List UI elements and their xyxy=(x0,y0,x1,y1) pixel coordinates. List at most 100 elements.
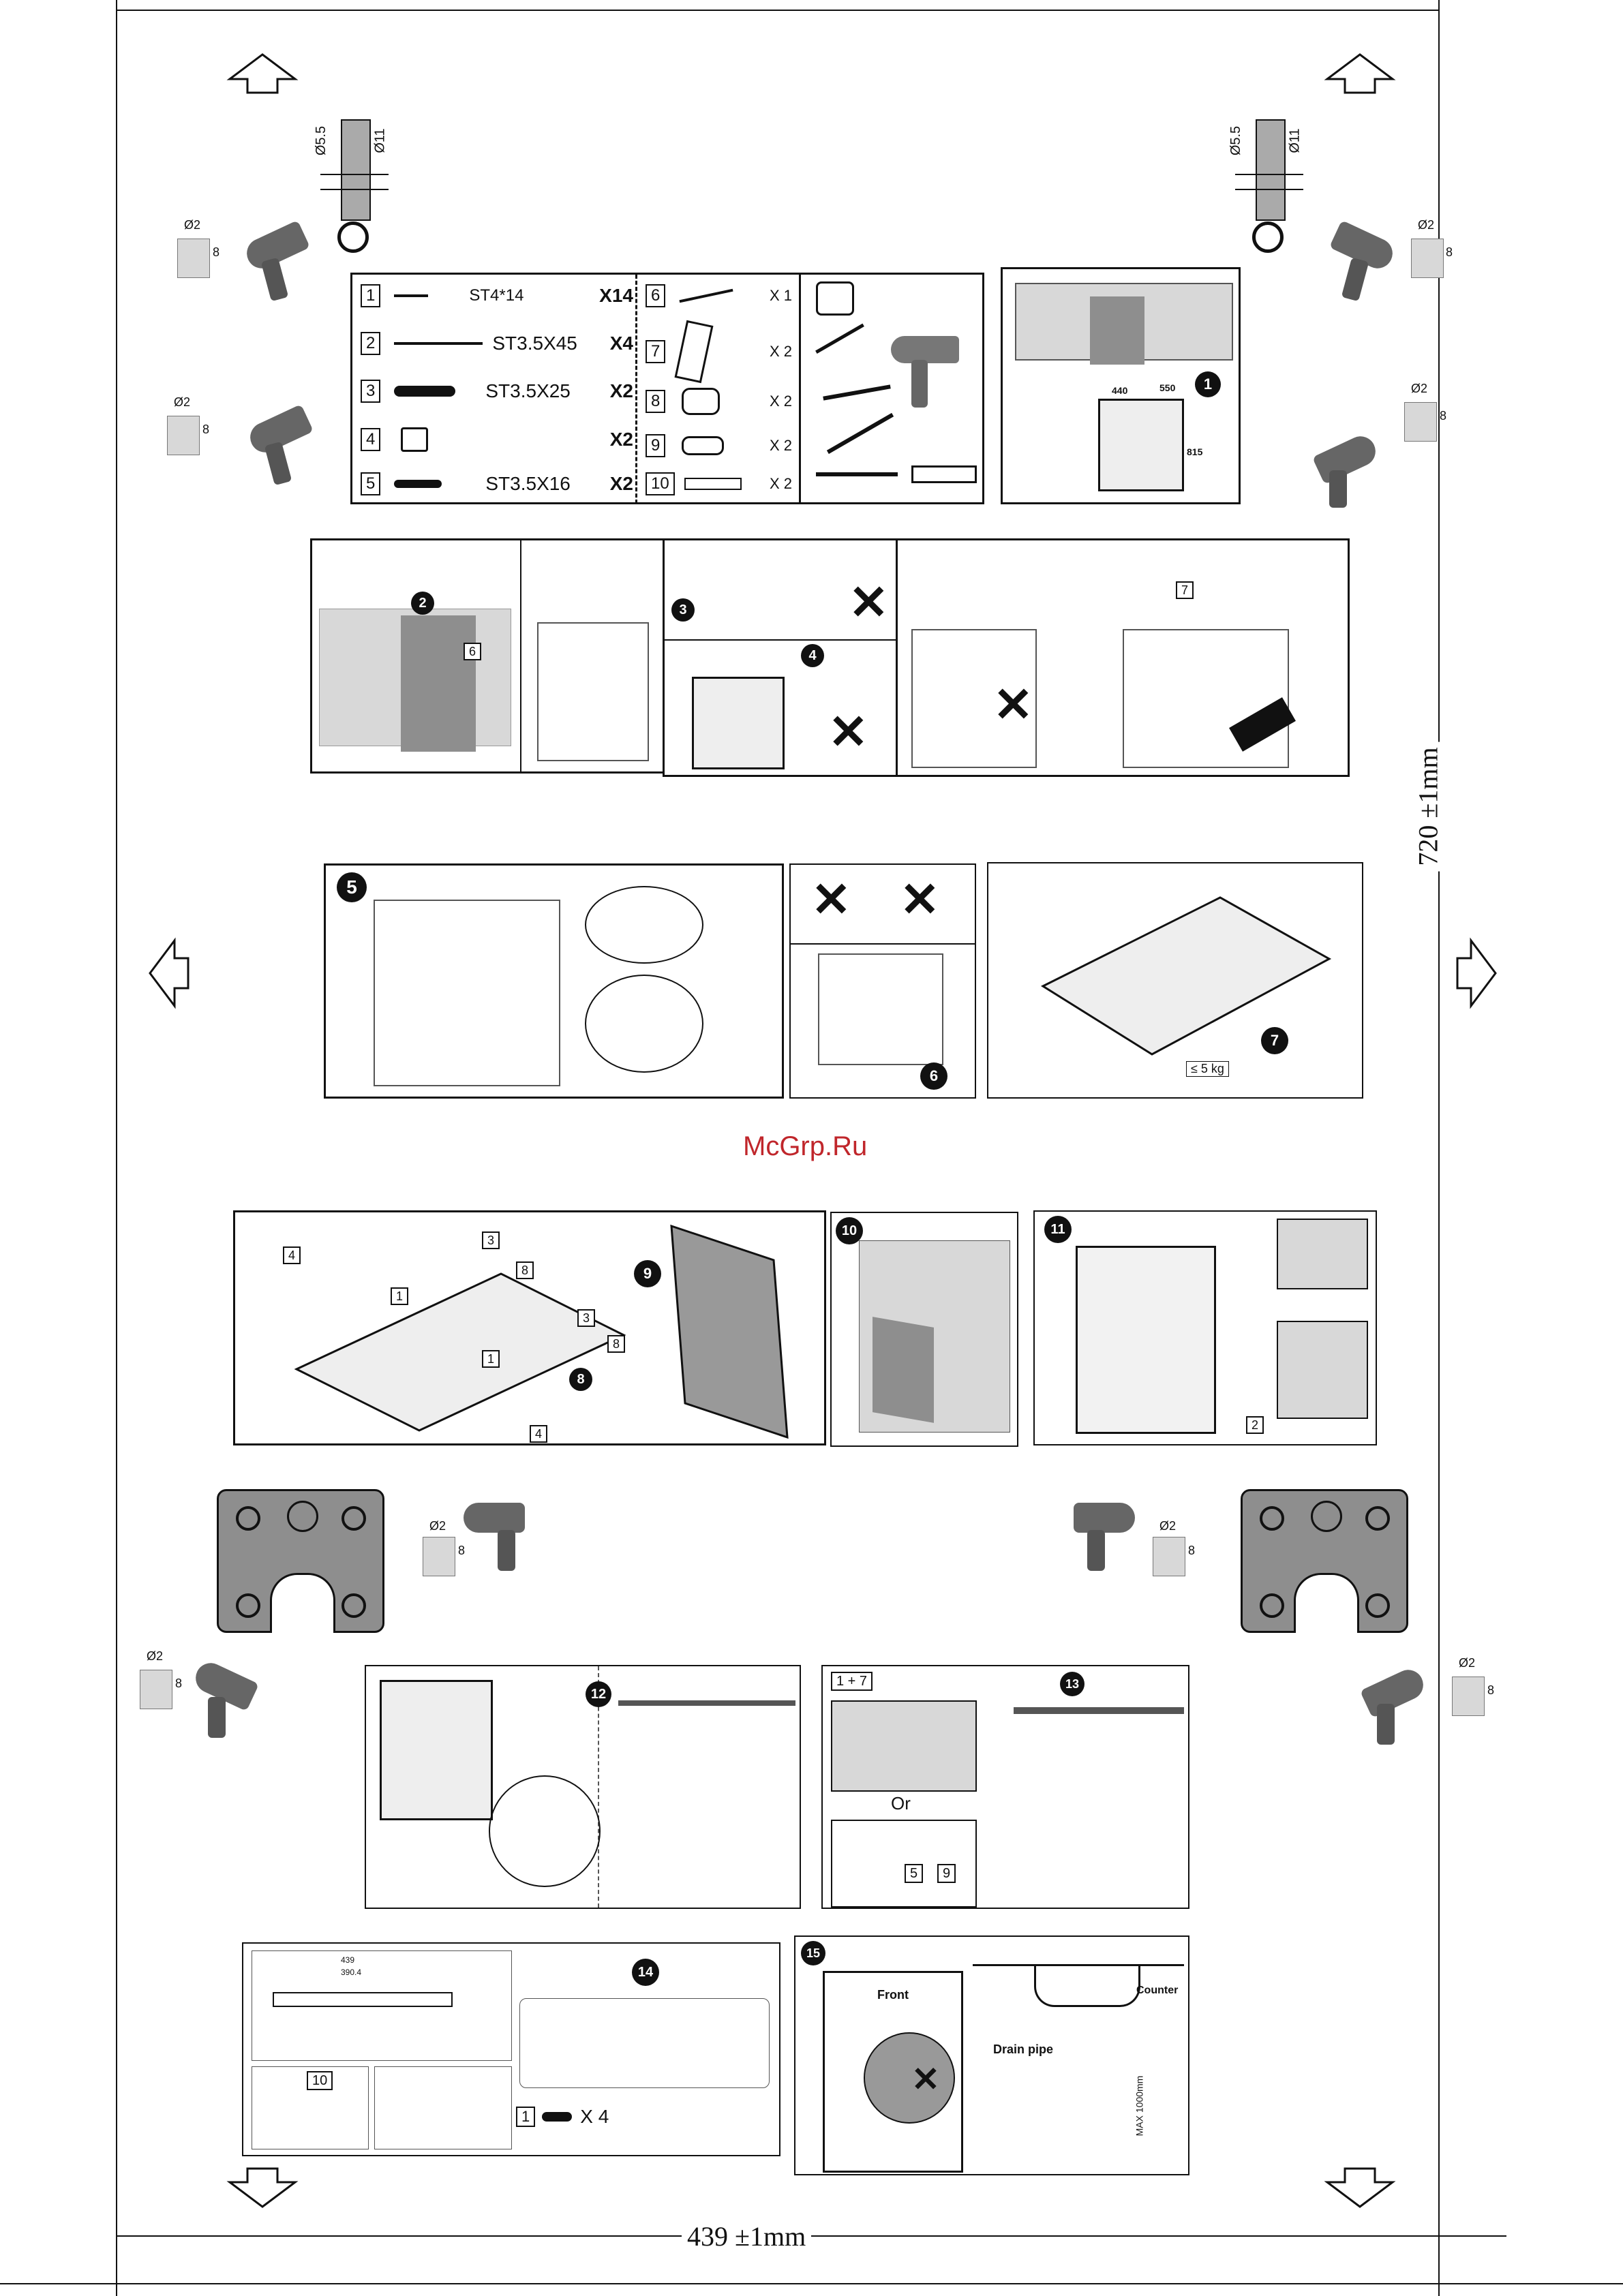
hole-large-label: Ø11 xyxy=(1287,128,1303,153)
width-dimension: 439 ±1mm xyxy=(682,2220,812,2252)
door-panel-illustration xyxy=(1040,896,1332,1056)
part-row-1: 1 ST4*14 X14 xyxy=(361,284,633,307)
open-dishwasher-illustration xyxy=(818,953,943,1065)
dishwasher-back-illustration xyxy=(380,1680,493,1820)
anchor-screw-icon xyxy=(394,386,456,397)
step-badge-4: 4 xyxy=(801,644,824,667)
mounting-bracket-left xyxy=(217,1489,384,1633)
frame-top-line xyxy=(116,10,1438,11)
hinge-detail-top xyxy=(831,1700,977,1792)
step-badge-2: 2 xyxy=(411,592,434,615)
height-dimension: 720 ±1mm xyxy=(1412,741,1444,872)
part-row-10: 10 X 2 xyxy=(646,472,792,495)
front-label: Front xyxy=(877,1988,909,2002)
step-badge-3: 3 xyxy=(671,598,695,622)
step-14-panel: 439 390.4 10 1 X 4 14 xyxy=(242,1942,780,2156)
bracket-icon xyxy=(401,427,429,452)
parts-list-table: 1 ST4*14 X14 2 ST3.5X45 X4 3 ST3.5X25 X2… xyxy=(350,273,984,504)
arrow-down-right-icon xyxy=(1324,2167,1396,2208)
part-row-4: 4 X2 xyxy=(361,427,633,452)
mounting-bracket-right xyxy=(1241,1489,1408,1633)
hinge-clip-icon xyxy=(679,288,733,303)
prohibited-x-icon: ✕ xyxy=(993,678,1033,731)
step-1-panel: 440 550 815 1 xyxy=(1001,267,1241,504)
dishwasher-front-illustration xyxy=(1076,1246,1216,1434)
prohibited-x-icon: ✕ xyxy=(911,2060,940,2098)
step-badge-11: 11 xyxy=(1044,1216,1072,1243)
step-install-panel: 7 ✕ xyxy=(896,538,1350,777)
prohibited-x-icon: ✕ xyxy=(849,576,889,629)
drill-symbol-1: Ø2 8 xyxy=(164,218,314,307)
dishwasher-illustration xyxy=(1098,399,1184,491)
prohibited-x-icon: ✕ xyxy=(900,873,940,926)
step-badge-6: 6 xyxy=(920,1062,947,1090)
step-badge-9: 9 xyxy=(634,1260,661,1287)
frame-base-line xyxy=(0,2283,1623,2284)
step-10-panel: 10 xyxy=(830,1212,1018,1447)
installed-dishwasher-illustration xyxy=(1123,629,1289,768)
drill-icon xyxy=(464,1503,525,1533)
step-13-combo: 1 + 7 xyxy=(831,1672,873,1691)
template-diagram: 439 390.4 xyxy=(252,1950,512,2061)
frame-right-line xyxy=(1438,0,1440,2296)
step-6-panel: ✕ ✕ 6 xyxy=(789,863,976,1099)
arrow-right-icon xyxy=(1456,937,1497,1009)
hole-small-label: Ø5.5 xyxy=(1228,125,1244,156)
detail-circle-top xyxy=(585,886,703,964)
mounting-plate-icon xyxy=(674,320,714,384)
part-row-8: 8 X 2 xyxy=(646,388,792,415)
part-row-5: 5 ST3.5X16 X2 xyxy=(361,472,633,495)
pliers-icon xyxy=(815,323,871,366)
screwdriver-icon xyxy=(823,384,891,401)
arrow-down-left-icon xyxy=(226,2167,299,2208)
step-badge-5: 5 xyxy=(337,872,367,902)
step-badge-8: 8 xyxy=(569,1368,592,1391)
cap-icon xyxy=(682,436,725,455)
or-label: Or xyxy=(891,1793,911,1813)
arrow-up-left-icon xyxy=(226,53,299,94)
part-row-6: 6 X 1 xyxy=(646,284,792,307)
step-badge-13: 13 xyxy=(1060,1672,1084,1696)
weight-label: ≤ 5 kg xyxy=(1186,1061,1229,1077)
drain-detail-circle xyxy=(864,2032,955,2124)
arrow-left-icon xyxy=(149,937,189,1009)
part-row-7: 7 X 2 xyxy=(646,320,792,384)
screw-install-diagram xyxy=(374,2066,512,2149)
part-row-9: 9 X 2 xyxy=(646,434,792,457)
dishwasher-side-illustration xyxy=(692,677,785,769)
arrow-up-right-icon xyxy=(1324,53,1396,94)
counter-label: Counter xyxy=(1136,1985,1179,1996)
watermark-text: McGrp.Ru xyxy=(743,1131,868,1161)
detail-box-down xyxy=(1277,1321,1368,1419)
person-push-illustration xyxy=(911,629,1037,768)
drill-icon xyxy=(891,336,959,363)
wrench-icon xyxy=(816,472,898,476)
dishwasher-insert-illustration xyxy=(537,622,649,761)
counter-illustration xyxy=(374,900,560,1086)
step-13-panel: 1 + 7 13 Or 5 9 xyxy=(821,1665,1189,1909)
level-icon xyxy=(911,465,977,483)
screwdriver-icon-2 xyxy=(826,412,894,455)
detail-circle-bottom xyxy=(585,975,703,1073)
sink-illustration xyxy=(1034,1964,1140,2007)
drill-symbol-5: Ø2 8 xyxy=(409,1496,545,1585)
hole-diagram-left: Ø5.5 Ø11 xyxy=(314,119,389,253)
step-7-panel: ≤ 5 kg 7 xyxy=(987,862,1363,1099)
hole-diagram-right: Ø5.5 Ø11 xyxy=(1228,119,1303,253)
part-row-3: 3 ST3.5X25 X2 xyxy=(361,380,633,403)
prohibited-x-icon: ✕ xyxy=(811,873,851,926)
door-clip-diagram xyxy=(519,1998,770,2088)
step-2-panel: 2 6 xyxy=(310,538,665,774)
drill-icon xyxy=(1074,1503,1135,1533)
hole-large-label: Ø11 xyxy=(372,128,388,153)
drill-symbol-4: Ø2 8 xyxy=(1311,382,1466,508)
drill-symbol-8: Ø2 8 xyxy=(1359,1649,1500,1751)
drain-pipe-label: Drain pipe xyxy=(993,2042,1054,2056)
step-5-panel: 5 xyxy=(324,863,784,1099)
step-11-panel: 11 2 xyxy=(1033,1210,1377,1445)
screw-icon xyxy=(394,294,429,297)
step-badge-10: 10 xyxy=(836,1217,863,1244)
step-15-panel: 15 Front ✕ Counter Drain pipe MAX 1000mm xyxy=(794,1935,1189,2175)
strip-install-diagram: 10 xyxy=(252,2066,369,2149)
step-8-9-panel: 4 1 3 8 3 8 1 4 8 9 xyxy=(233,1210,826,1445)
